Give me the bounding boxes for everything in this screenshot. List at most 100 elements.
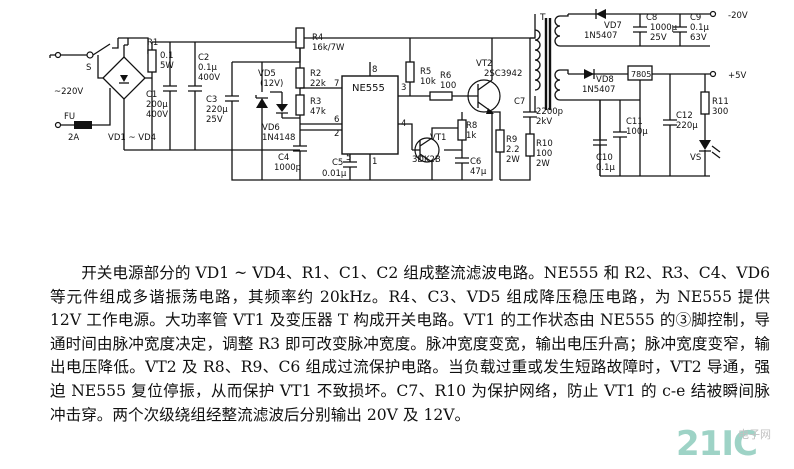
- input-section: S ~220V FU 2A VD1 ~ VD4 R1 0.1 5W C1 200…: [49, 37, 301, 151]
- output-5v: VD8 1N5407 7805 C10 0.1μ C11 100μ C12 22…: [568, 65, 747, 177]
- r10-power: 2W: [536, 159, 550, 169]
- output-20v: VD7 1N5407 C8 1000μ 25V C9 0.1μ 63V -20V: [568, 9, 748, 47]
- vd6-name: VD6: [262, 123, 280, 133]
- out-20v-terminal: [709, 10, 717, 18]
- description-paragraph: 开关电源部分的 VD1 ~ VD4、R1、C1、C2 组成整流滤波电路。NE55…: [50, 262, 770, 427]
- vd7-name: VD7: [604, 21, 622, 31]
- transformer-core: [544, 18, 552, 110]
- c1-name: C1: [146, 90, 157, 100]
- vd8-name: VD8: [596, 75, 614, 85]
- switch-label: S: [86, 63, 91, 73]
- ac-input-label: ~220V: [54, 87, 83, 97]
- c11-name: C11: [626, 117, 643, 127]
- secondary-winding-2: [554, 69, 561, 101]
- ac-terminal-bottom: [54, 121, 62, 129]
- c8-name: C8: [646, 13, 657, 23]
- c1-value: 200μ: [146, 100, 168, 110]
- diode-vd8: [584, 69, 594, 79]
- c6-name: C6: [470, 157, 481, 167]
- ic-pin-7: 7: [334, 79, 339, 89]
- vd5-value: (12V): [260, 79, 283, 89]
- vt2-value: 2SC3942: [484, 69, 522, 79]
- primary-winding: [534, 29, 541, 91]
- c11-value: 100μ: [626, 127, 648, 137]
- ic-pin-6: 6: [334, 115, 339, 125]
- r4-value: 16k/7W: [312, 43, 345, 53]
- r6-value: 100: [440, 81, 456, 91]
- fuse-rating: 2A: [68, 133, 79, 143]
- capacitor-c4: [293, 145, 307, 180]
- c4-value: 1000p: [274, 163, 301, 173]
- c6-value: 47μ: [470, 167, 487, 177]
- transistor-vt2: [467, 79, 501, 113]
- c9-value: 0.1μ: [690, 23, 710, 33]
- fuse-label: FU: [64, 112, 75, 122]
- c8-voltage: 25V: [650, 33, 667, 43]
- capacitor-c6: [455, 150, 469, 180]
- watermark-big: 21IC: [676, 424, 758, 464]
- transformer-label: T: [539, 13, 546, 23]
- diode-vd7: [596, 9, 606, 19]
- ic-pin-8: 8: [372, 65, 377, 75]
- resistor-r6: [429, 91, 453, 101]
- r1-name: R1: [147, 38, 158, 48]
- c3-value: 220μ: [206, 105, 228, 115]
- c4-name: C4: [278, 153, 289, 163]
- c9-name: C9: [690, 13, 701, 23]
- reg-label: 7805: [631, 70, 651, 79]
- description-text: 开关电源部分的 VD1 ~ VD4、R1、C1、C2 组成整流滤波电路。NE55…: [50, 264, 770, 424]
- secondary-winding-1: [554, 15, 561, 47]
- resistor-r5: [405, 61, 415, 83]
- ne555-chip: [341, 75, 399, 155]
- r9-name: R9: [506, 135, 517, 145]
- r1-value: 0.1: [160, 51, 174, 61]
- c5-value: 0.01μ: [322, 169, 347, 179]
- ac-terminal-top: [54, 51, 62, 59]
- vt1-value: 3DK2B: [412, 155, 441, 165]
- capacitor-c10: [593, 100, 607, 176]
- vd7-value: 1N5407: [584, 31, 617, 41]
- capacitor-c9: [673, 14, 687, 46]
- vs-label: VS: [690, 153, 701, 163]
- resistor-r10: [525, 133, 535, 157]
- ic-pin-2: 2: [334, 129, 339, 139]
- transformer: T: [530, 13, 572, 112]
- ic-pin-1: 1: [372, 157, 377, 167]
- r3-value: 47k: [310, 107, 326, 117]
- c7-name: C7: [514, 97, 525, 107]
- r10-value: 100: [536, 149, 552, 159]
- r2-name: R2: [310, 69, 321, 79]
- r4-name: R4: [312, 33, 323, 43]
- switch-blade: [92, 43, 111, 56]
- c7-voltage: 2kV: [536, 117, 552, 127]
- resistor-r2: [295, 67, 305, 89]
- vd6-value: 1N4148: [262, 133, 295, 143]
- ic-pin-3: 3: [401, 83, 406, 93]
- resistor-r4: [295, 27, 305, 49]
- resistor-r1: [147, 49, 157, 73]
- r10-name: R10: [536, 139, 553, 149]
- c5-name: C5: [332, 158, 343, 168]
- resistor-r8: [457, 119, 467, 141]
- c3-name: C3: [206, 95, 217, 105]
- switch-section: R5 10k R6 100 VT2 2SC3942 VT1 3DK2B R8 1…: [398, 38, 563, 181]
- c10-name: C10: [596, 153, 613, 163]
- diode-vd6: [276, 104, 288, 112]
- led-vs: [699, 140, 711, 150]
- r8-name: R8: [466, 121, 477, 131]
- c7-value: 2200p: [536, 107, 563, 117]
- out-5v-label: +5V: [728, 71, 747, 81]
- vd5-name: VD5: [258, 69, 276, 79]
- capacitor-c3: [225, 62, 400, 181]
- r11-name: R11: [712, 97, 729, 107]
- resistor-r9: [495, 129, 505, 153]
- bridge-diode-icon: [120, 75, 128, 82]
- ic-label: NE555: [352, 83, 385, 94]
- c10-value: 0.1μ: [596, 163, 616, 173]
- c1-voltage: 400V: [146, 110, 168, 120]
- c9-voltage: 63V: [690, 33, 707, 43]
- vt1-name: VT1: [430, 133, 446, 143]
- capacitor-c2: [188, 42, 202, 150]
- watermark-small: 电子网: [738, 428, 771, 441]
- control-section: R4 16k/7W C3 220μ 25V VD5 (12V) R2 22k R…: [206, 27, 535, 181]
